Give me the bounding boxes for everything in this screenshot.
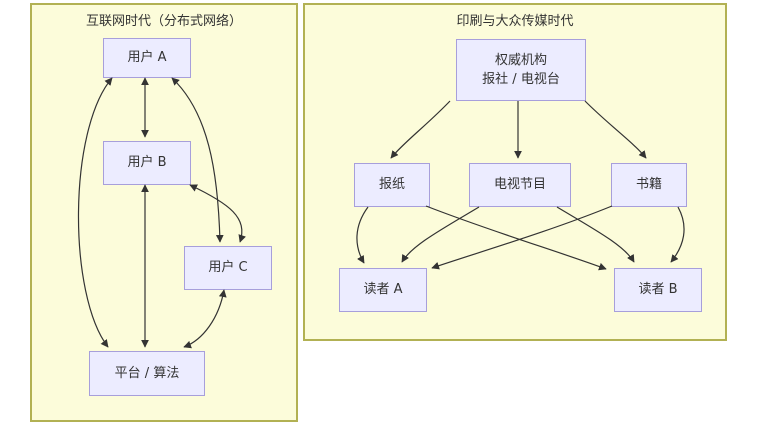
panel-mass-media-era: 印刷与大众传媒时代 权威机构 报社 / 电视台 报纸 电视节目 书籍 读者 A … — [303, 3, 727, 341]
node-user-c: 用户 C — [184, 246, 272, 290]
node-tv-program-label: 电视节目 — [493, 177, 546, 193]
node-reader-a-label: 读者 A — [363, 282, 403, 298]
node-platform-algorithm: 平台 / 算法 — [89, 351, 205, 396]
panel-mass-media-era-title: 印刷与大众传媒时代 — [456, 14, 574, 29]
node-reader-a: 读者 A — [339, 268, 427, 312]
panel-internet-era: 互联网时代（分布式网络） 用户 A 用户 B 用户 C 平台 / 算法 — [30, 3, 298, 422]
node-user-c-label: 用户 C — [208, 260, 248, 276]
node-books: 书籍 — [611, 163, 687, 207]
node-user-b-label: 用户 B — [127, 155, 167, 171]
node-books-label: 书籍 — [635, 177, 662, 193]
node-user-b: 用户 B — [103, 141, 191, 185]
node-newspaper-label: 报纸 — [378, 177, 405, 193]
node-reader-b: 读者 B — [614, 268, 702, 312]
node-user-a-label: 用户 A — [127, 50, 167, 66]
node-user-a: 用户 A — [103, 38, 191, 78]
node-authority-label-line2: 报社 / 电视台 — [482, 72, 560, 87]
node-reader-b-label: 读者 B — [638, 282, 678, 298]
node-newspaper: 报纸 — [354, 163, 430, 207]
node-authority: 权威机构 报社 / 电视台 — [456, 39, 586, 101]
node-authority-label-line1: 权威机构 — [494, 52, 547, 68]
panel-internet-era-title: 互联网时代（分布式网络） — [85, 14, 242, 29]
node-tv-program: 电视节目 — [469, 163, 571, 207]
node-platform-algorithm-label: 平台 / 算法 — [114, 365, 180, 381]
